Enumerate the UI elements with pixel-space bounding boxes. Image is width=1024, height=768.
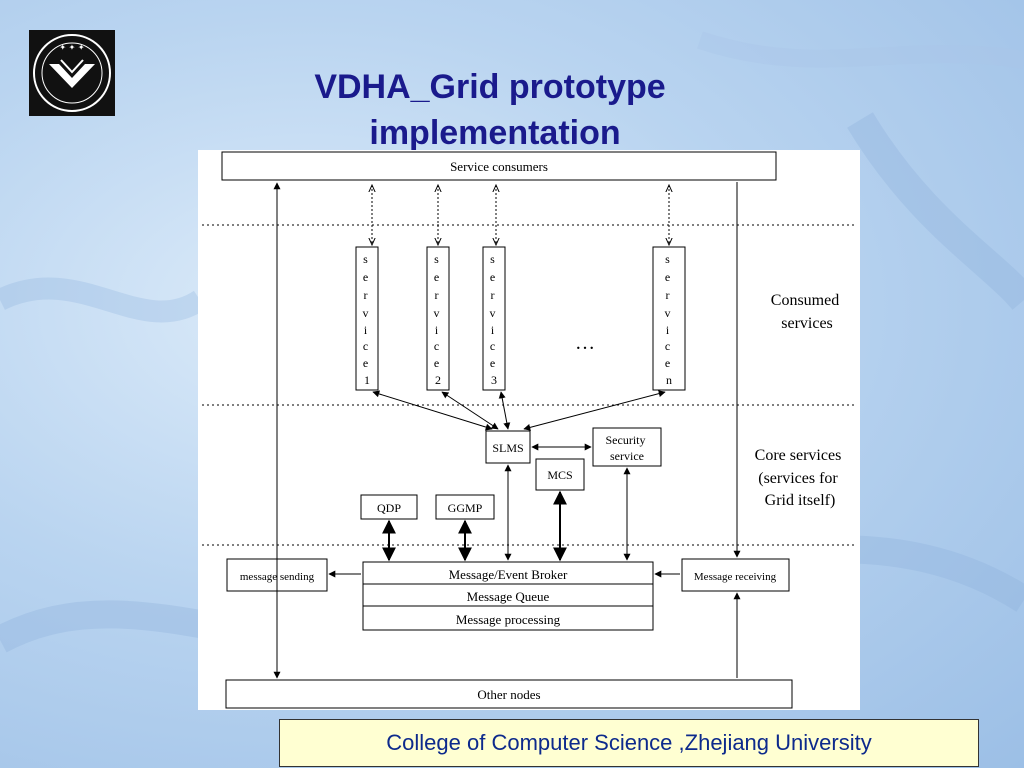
service-box-1: s e r v i c e 1 [355,246,379,391]
title-line-2: implementation [369,114,621,152]
message-broker-stack: Message/Event Broker Message Queue Messa… [362,561,654,631]
security-service-box: Security service [592,427,662,467]
svg-text:MCS: MCS [547,468,572,482]
long-vertical-links [273,182,741,679]
service-3-letters: s e r v i c e 3 [490,252,499,387]
university-logo: ✦ ✦ ✦ [29,30,115,116]
consumed-services-label: Consumed services [771,292,843,332]
svg-text:QDP: QDP [377,501,401,515]
svg-text:Message receiving: Message receiving [694,571,777,583]
slms-box: SLMS [485,430,531,464]
svg-text:GGMP: GGMP [448,501,483,515]
title-line-1: VDHA_Grid prototype [314,68,666,106]
service-n-letters: s e r v i c e n [665,252,674,387]
footer-banner: College of Computer Science ,Zhejiang Un… [279,719,979,767]
service-1-letters: s e r v i c e 1 [363,252,372,387]
other-nodes-box: Other nodes [225,679,793,709]
architecture-diagram: Service consumers s e r v i c e 1 s e r … [198,150,860,710]
svg-text:Security service: Security service [606,433,649,463]
footer-text: College of Computer Science ,Zhejiang Un… [386,730,872,755]
core-services-label: Core services (services for Grid itself) [755,447,846,509]
consumer-service-links [372,185,669,245]
queue-label: Message Queue [467,589,550,604]
message-receiving-box: Message receiving [681,558,790,592]
ellipsis: … [575,332,595,354]
layer-separators [202,224,856,546]
qdp-box: QDP [360,494,418,520]
service-slms-links [372,390,666,451]
svg-text:✦ ✦ ✦: ✦ ✦ ✦ [59,43,84,52]
service-box-2: s e r v i c e 2 [426,246,450,391]
broker-label: Message/Event Broker [449,567,568,582]
core-broker-links [382,464,631,562]
service-box-n: s e r v i c e n [652,246,686,391]
service-consumers-box: Service consumers [221,151,777,181]
ggmp-box: GGMP [435,494,495,520]
svg-text:Service consumers: Service consumers [450,159,548,174]
svg-text:SLMS: SLMS [492,441,523,455]
svg-text:Other nodes: Other nodes [477,687,540,702]
slide-title: VDHA_Grid prototype implementation [250,64,730,156]
service-box-3: s e r v i c e 3 [482,246,506,391]
processing-label: Message processing [456,612,561,627]
mcs-box: MCS [535,458,585,491]
service-2-letters: s e r v i c e 2 [434,252,443,387]
